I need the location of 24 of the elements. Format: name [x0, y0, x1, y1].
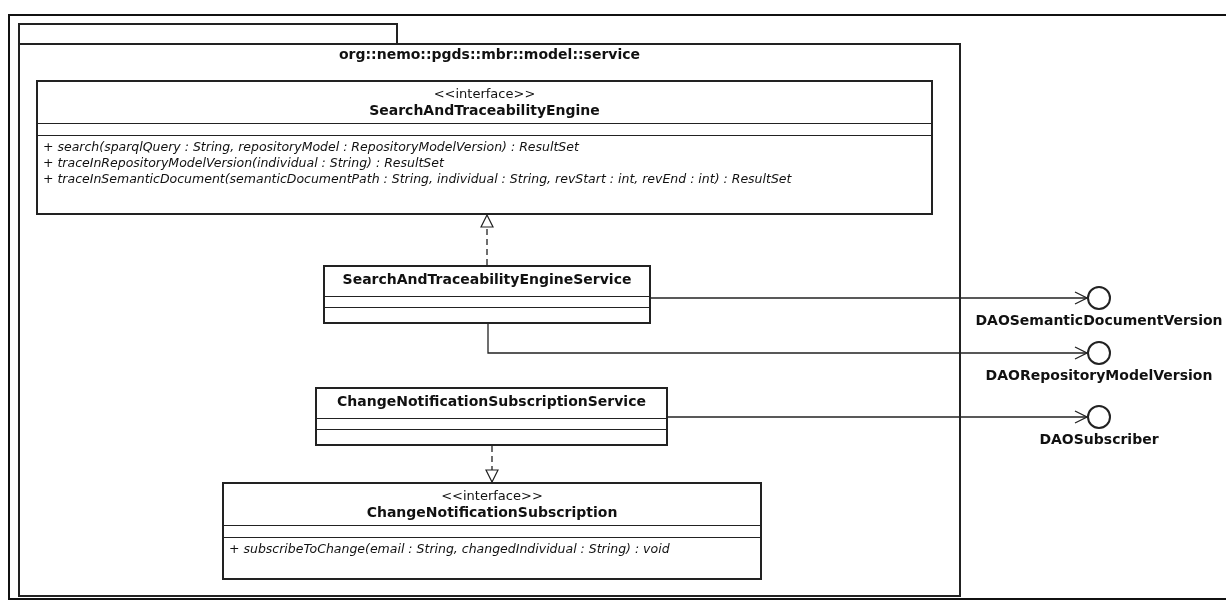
operation-text: + traceInRepositoryModelVersion(individual : String) : ResultSet [43, 155, 446, 171]
operation-text: + search(sparqlQuery : String, repositoryModel : RepositoryModelVersion) : ResultSet [43, 139, 581, 155]
dependency-arrow [650, 291, 1088, 305]
interface-name: DAOSubscriber [1039, 431, 1159, 447]
class-name: ChangeNotificationSubscriptionService [336, 393, 647, 410]
package-frame [18, 23, 961, 597]
interface-name: SearchAndTraceabilityEngine [368, 102, 601, 119]
interface-name: ChangeNotificationSubscription [365, 504, 619, 521]
stereotype-label: <<interface>> [432, 86, 537, 102]
class-box [315, 387, 668, 446]
interface-box [222, 482, 762, 580]
operation-text: + subscribeToChange(email : String, changedIndividual : String) : void [229, 541, 671, 557]
interface-name: DAOSemanticDocumentVersion [975, 312, 1223, 328]
realization-arrow [485, 445, 499, 483]
stereotype-label: <<interface>> [440, 488, 544, 504]
operation-text: + traceInSemanticDocument(semanticDocumentPath : String, individual : String, revStart : int, revEnd : int) : ResultSet [43, 171, 793, 187]
interface-name: DAORepositoryModelVersion [985, 367, 1213, 383]
class-box [323, 265, 651, 324]
interface-box [36, 80, 933, 215]
package-name: org::nemo::pgds::mbr::model::service [337, 46, 642, 62]
dependency-arrow [487, 323, 1088, 360]
dependency-arrow [667, 410, 1088, 424]
realization-arrow [480, 214, 494, 266]
class-name: SearchAndTraceabilityEngineService [341, 271, 633, 288]
